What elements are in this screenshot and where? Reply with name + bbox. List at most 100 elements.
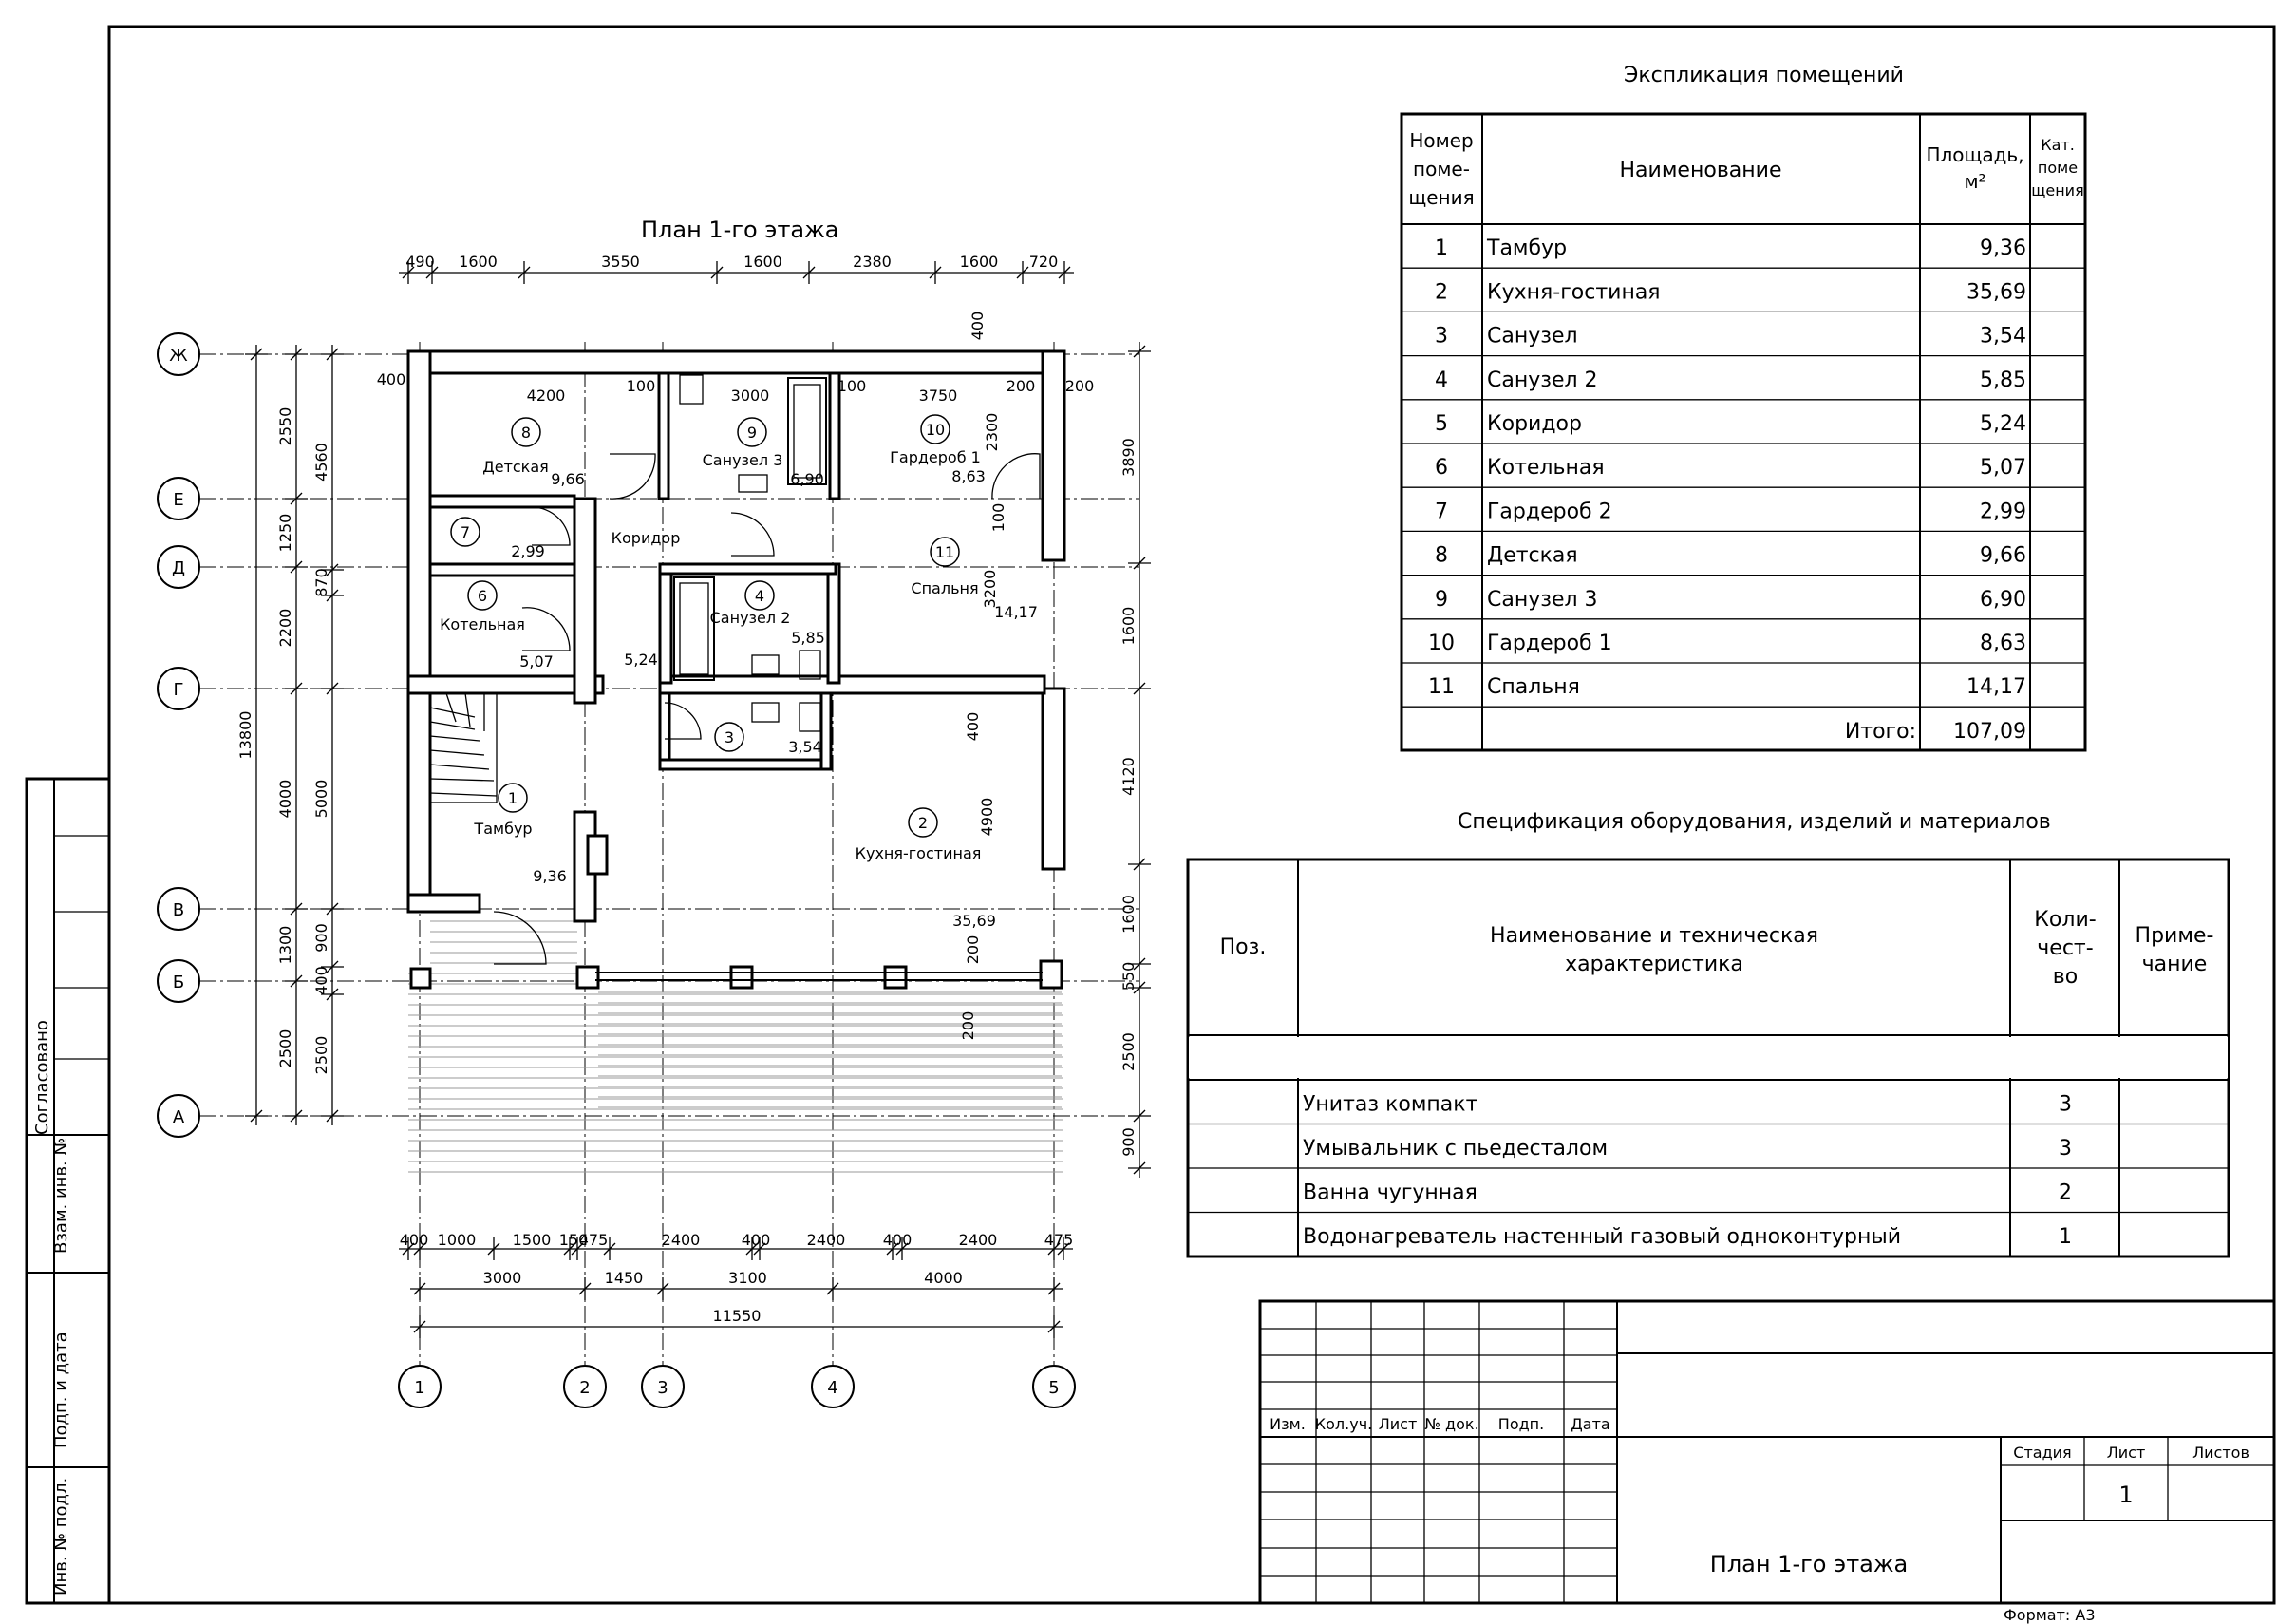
room-name: Гардероб 1 (890, 448, 981, 466)
explication-total-label: Итого: (1845, 720, 1916, 744)
dimension-label: 2400 (662, 1231, 701, 1249)
room-number: 4 (755, 587, 764, 605)
room-area: 35,69 (952, 912, 996, 930)
toilet-icon (679, 374, 704, 405)
tb-col-list: Лист (1379, 1415, 1418, 1433)
explication-row-name: Кухня-гостиная (1487, 280, 1661, 304)
wall-h-detskaya (428, 494, 576, 509)
explication-row-area: 5,07 (1980, 456, 2026, 480)
room-number: 8 (521, 424, 531, 442)
dimension-label: 550 (1120, 962, 1138, 991)
axis-label-row: В (173, 900, 184, 920)
spec-row-qty: 3 (2059, 1093, 2072, 1117)
room-name: Коридор (612, 529, 681, 547)
room-number: 1 (508, 789, 518, 807)
inner-dimension: 4200 (527, 387, 566, 405)
wall-h-g2 (658, 674, 1046, 695)
explication-row-name: Спальня (1487, 675, 1580, 699)
room-area: 3,54 (788, 738, 822, 756)
dimension-label: 720 (1029, 253, 1059, 271)
dimension-label: 900 (1120, 1127, 1138, 1157)
sink-icon (738, 474, 768, 493)
explication-row-num: 11 (1428, 675, 1455, 699)
inner-dimension: 2300 (983, 413, 1001, 452)
inner-dimension: 400 (969, 312, 987, 341)
room-number: 6 (478, 587, 487, 605)
explication-row-num: 4 (1435, 368, 1448, 392)
dimension-label: 5000 (312, 780, 330, 819)
room-number-bubble (737, 417, 767, 447)
wall-top (406, 349, 1053, 375)
wall-sanuzel2 (658, 562, 673, 685)
dimension-label: 870 (312, 568, 330, 597)
explication-row-name: Санузел 3 (1487, 588, 1598, 612)
room-area: 14,17 (994, 603, 1038, 621)
wall-h-kotelnaya (428, 562, 576, 577)
tb-sheet-value: 1 (2118, 1482, 2133, 1508)
title-block-grid (1260, 1301, 1617, 1603)
room-number: 9 (747, 424, 757, 442)
explication-total-value: 107,09 (1953, 720, 2026, 744)
col-name-h: Наименование (1620, 159, 1782, 182)
wall-sanuzel2-top (658, 562, 837, 576)
explication-row-num: 1 (1435, 236, 1448, 260)
chimney (586, 834, 609, 876)
explication-title: Экспликация помещений (1624, 64, 1904, 87)
column-1 (575, 965, 600, 990)
wall-v-sanuzel3 (657, 371, 670, 500)
axis-bubble-row (157, 667, 200, 710)
dimension-label: 400 (400, 1231, 429, 1249)
axis-bubble-row (157, 959, 200, 1003)
wall-bottom-tambur (406, 893, 481, 914)
axis-label-col: 5 (1048, 1378, 1059, 1398)
dimension-label: 2400 (807, 1231, 846, 1249)
inner-dimension: 100 (627, 377, 656, 395)
spec-note-h1: Приме- (2136, 924, 2214, 948)
axis-bubble-row (157, 887, 200, 931)
spec-row-qty: 2 (2059, 1181, 2072, 1205)
spec-row-name: Умывальник с пьедесталом (1303, 1137, 1608, 1161)
room-area: 6,90 (790, 470, 824, 488)
room-area: 2,99 (511, 542, 545, 560)
room-number-bubble (450, 517, 480, 547)
inner-dimension: 200 (959, 1011, 977, 1041)
spec-row-qty: 3 (2059, 1137, 2072, 1161)
explication-row-num: 10 (1428, 632, 1455, 655)
inner-dimension: 3000 (731, 387, 770, 405)
dimension-label: 2500 (276, 1029, 294, 1068)
inner-dimension: 4900 (978, 798, 996, 837)
inner-dimension: 100 (837, 377, 867, 395)
title-block: Изм. Кол.уч. Лист № док. Подп. Дата Стад… (1258, 1299, 2276, 1624)
explication-row-num: 2 (1435, 280, 1448, 304)
explication-row-name: Коридор (1487, 412, 1582, 436)
explication-row-area: 5,85 (1980, 368, 2026, 392)
explication-row-name: Тамбур (1486, 236, 1567, 260)
dimension-label: 490 (405, 253, 435, 271)
explication-row-num: 6 (1435, 456, 1448, 480)
side-stamp: Согласовано Взам. инв. № Подп. и дата Ин… (25, 777, 111, 1605)
room-area: 5,85 (791, 629, 825, 647)
axis-label-row: Г (174, 680, 184, 700)
dimension-label: 400 (742, 1231, 771, 1249)
wall-right-lower (1041, 687, 1066, 871)
axis-bubble-row (157, 1094, 200, 1138)
tb-col-koluch: Кол.уч. (1315, 1415, 1372, 1433)
room-number: 2 (918, 814, 928, 832)
spec-qty-h1: Коли- (2034, 908, 2096, 932)
spec-row-name: Водонагреватель настенный газовый одноко… (1303, 1225, 1901, 1249)
col-cat-h3: щения (2031, 181, 2083, 199)
terrace-deck (408, 920, 1063, 1173)
spec-name-h1: Наименование и техническая (1490, 924, 1818, 948)
wall-left (406, 349, 432, 914)
room-name: Тамбур (473, 820, 532, 838)
dimension-label: 1000 (438, 1231, 477, 1249)
room-number-bubble (467, 580, 498, 611)
inv-replace-label: Взам. инв. № (51, 1138, 71, 1254)
explication-row-area: 2,99 (1980, 500, 2026, 523)
dimension-label: 4560 (312, 443, 330, 482)
room-number: 11 (935, 543, 954, 561)
